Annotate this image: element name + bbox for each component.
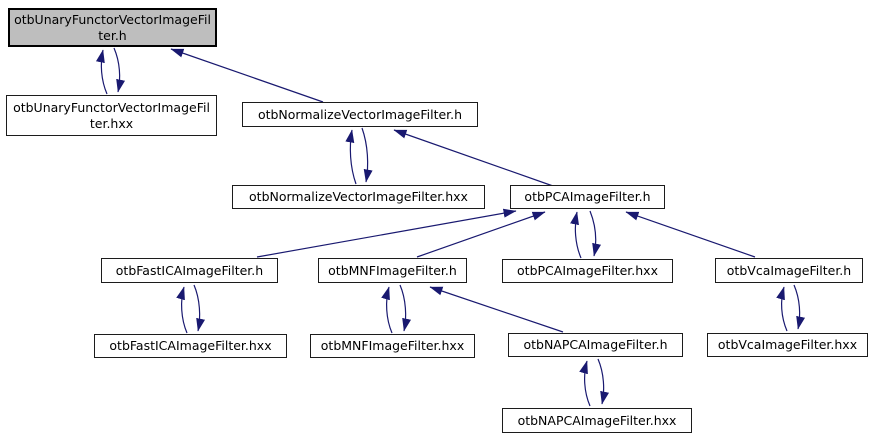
edge-vca-h-to-hxx	[793, 284, 806, 330]
edge-napca-h-to-mnf-h	[429, 286, 564, 333]
edge-vca-h-to-pca-h	[625, 211, 756, 258]
node-otbFastICAImageFilter-hxx[interactable]: otbFastICAImageFilter.hxx	[94, 334, 287, 358]
edge-normalize-hxx-to-h	[345, 129, 357, 185]
edge-pca-hxx-to-h	[570, 211, 582, 259]
edge-unaryfunctor-h-to-hxx	[113, 47, 126, 93]
node-otbNormalizeVectorImageFilter-h[interactable]: otbNormalizeVectorImageFilter.h	[242, 102, 478, 127]
node-otbFastICAImageFilter-h[interactable]: otbFastICAImageFilter.h	[101, 258, 278, 283]
edge-normalize-h-to-hxx	[361, 127, 373, 183]
node-otbPCAImageFilter-hxx[interactable]: otbPCAImageFilter.hxx	[502, 259, 673, 283]
node-otbMNFImageFilter-hxx[interactable]: otbMNFImageFilter.hxx	[310, 334, 475, 358]
edge-fastica-h-to-pca-h	[256, 208, 517, 258]
edge-fastica-h-to-hxx	[193, 284, 206, 332]
edge-mnf-h-to-pca-h	[416, 211, 546, 258]
node-otbNAPCAImageFilter-h[interactable]: otbNAPCAImageFilter.h	[508, 333, 683, 357]
edge-mnf-h-to-hxx	[399, 284, 412, 332]
edge-napca-hxx-to-h	[579, 360, 591, 407]
node-otbMNFImageFilter-h[interactable]: otbMNFImageFilter.h	[318, 258, 467, 283]
edge-napca-h-to-hxx	[597, 358, 610, 405]
edge-fastica-hxx-to-h	[176, 286, 188, 334]
node-otbNAPCAImageFilter-hxx[interactable]: otbNAPCAImageFilter.hxx	[502, 408, 692, 433]
node-otbNormalizeVectorImageFilter-hxx[interactable]: otbNormalizeVectorImageFilter.hxx	[232, 185, 485, 209]
edge-vca-hxx-to-h	[776, 286, 788, 332]
edge-pca-h-to-normalize-h	[393, 129, 554, 187]
node-otbPCAImageFilter-h[interactable]: otbPCAImageFilter.h	[510, 185, 665, 209]
edge-unaryfunctor-hxx-to-h	[95, 49, 108, 95]
edge-pca-h-to-hxx	[589, 210, 602, 257]
node-otbVcaImageFilter-hxx[interactable]: otbVcaImageFilter.hxx	[707, 333, 868, 357]
edge-normalize-h-to-unaryfunctor-h	[170, 48, 324, 103]
node-otbUnaryFunctorVectorImageFilter-hxx[interactable]: otbUnaryFunctorVectorImageFilter.hxx	[6, 95, 217, 136]
node-otbVcaImageFilter-h[interactable]: otbVcaImageFilter.h	[715, 258, 863, 283]
node-otbUnaryFunctorVectorImageFilter-h[interactable]: otbUnaryFunctorVectorImageFilter.h	[8, 8, 217, 47]
edge-mnf-hxx-to-h	[381, 286, 393, 334]
